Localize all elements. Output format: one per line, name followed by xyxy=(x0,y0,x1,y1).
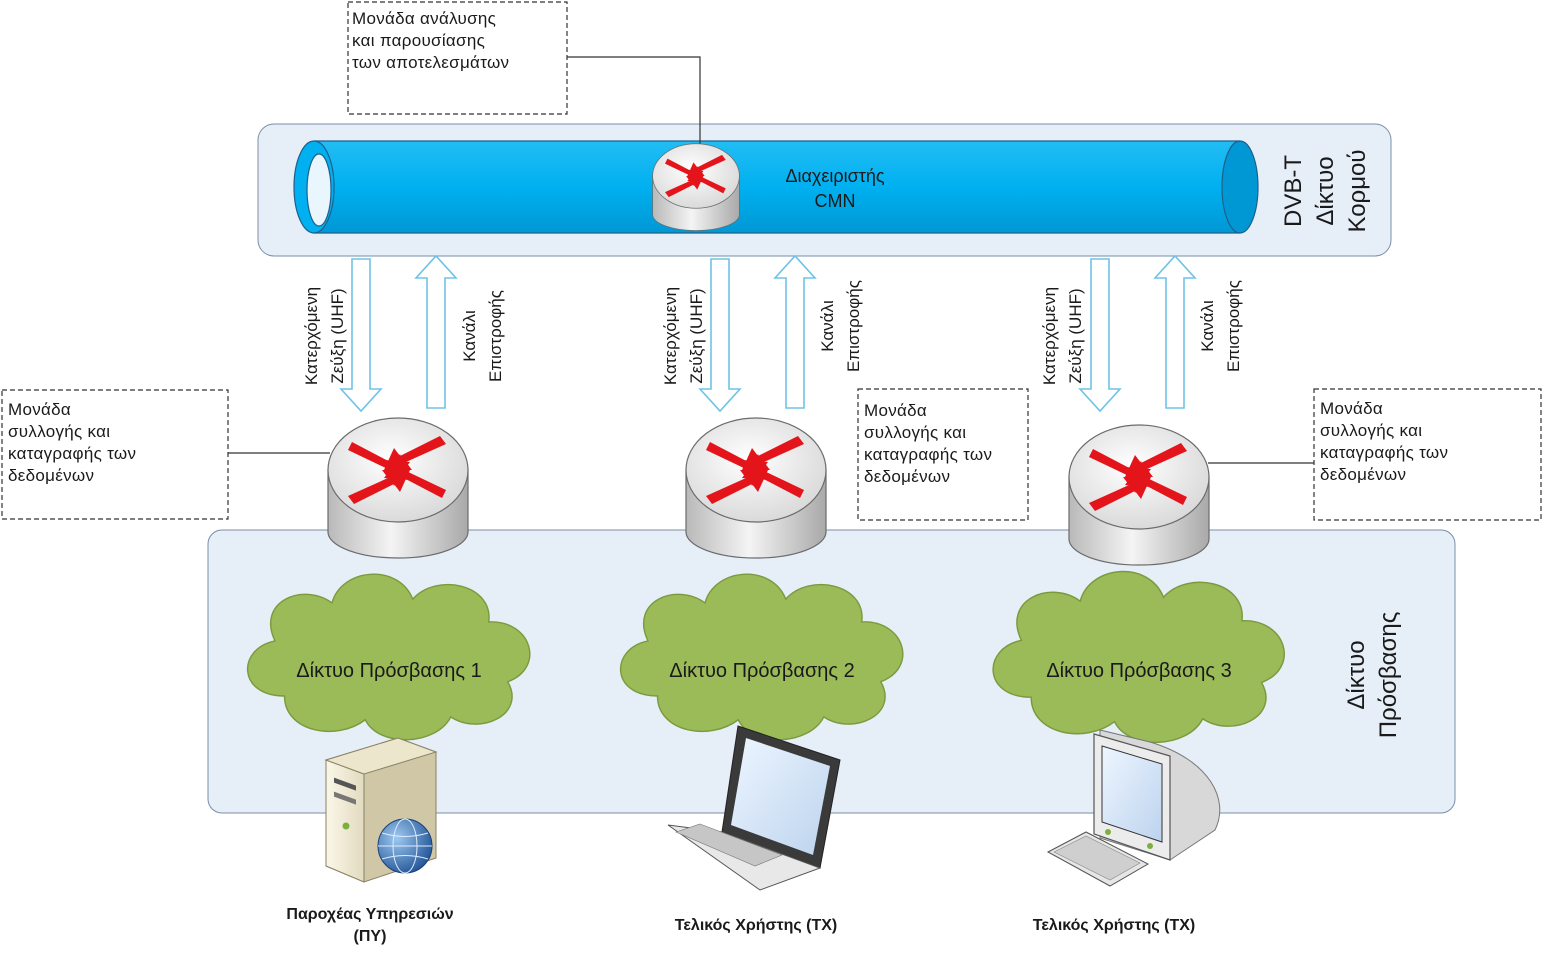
collection-unit-box-1 xyxy=(1,389,229,520)
access-router-icon-2 xyxy=(685,417,827,559)
core-network-label: DVB-T Δίκτυο Κορμού xyxy=(1280,149,1371,233)
desktop-icon xyxy=(1046,729,1221,887)
collection-unit-box-3 xyxy=(1313,388,1542,521)
return-arrow-1 xyxy=(415,255,457,409)
downlink-label-3: Κατερχόμενη Ζεύξη (UHF) xyxy=(1040,286,1085,386)
access-router-icon-1 xyxy=(327,417,469,559)
cloud-label-1: Δίκτυο Πρόσβασης 1 xyxy=(296,660,482,682)
analysis-unit-label: Μονάδα ανάλυσης και παρουσίασης των αποτ… xyxy=(352,9,510,72)
return-label-1: Κανάλι Επιστροφής xyxy=(460,290,505,382)
return-label-2: Κανάλι Επιστροφής xyxy=(818,280,863,372)
cloud-label-2: Δίκτυο Πρόσβασης 2 xyxy=(669,660,855,682)
downlink-label-1: Κατερχόμενη Ζεύξη (UHF) xyxy=(302,286,347,386)
collection-unit-label-3: Μονάδα συλλογής και καταγραφής των δεδομ… xyxy=(1320,399,1449,484)
end-user-label-1: Τελικός Χρήστης (ΤΧ) xyxy=(674,917,838,934)
dvbt-core-pipe xyxy=(293,140,1259,234)
return-arrow-3 xyxy=(1154,255,1196,409)
core-router-icon xyxy=(652,143,740,231)
return-label-3: Κανάλι Επιστροφής xyxy=(1198,280,1243,372)
laptop-icon xyxy=(667,725,841,891)
collection-unit-box-2 xyxy=(857,388,1029,521)
manager-label: Διαχειριστής CMN xyxy=(785,166,885,211)
analysis-unit-box xyxy=(347,1,568,115)
access-network-label: Δίκτυο Πρόσβασης xyxy=(1343,611,1402,739)
access-router-icon-3 xyxy=(1068,424,1210,566)
cloud-label-3: Δίκτυο Πρόσβασης 3 xyxy=(1046,660,1232,682)
collection-unit-label-2: Μονάδα συλλογής και καταγραφής των δεδομ… xyxy=(864,401,993,486)
end-user-label-2: Τελικός Χρήστης (ΤΧ) xyxy=(1032,917,1196,934)
return-arrow-2 xyxy=(774,255,816,409)
collection-unit-label-1: Μονάδα συλλογής και καταγραφής των δεδομ… xyxy=(8,400,137,485)
downlink-label-2: Κατερχόμενη Ζεύξη (UHF) xyxy=(661,286,706,386)
server-icon xyxy=(324,737,438,883)
service-provider-label: Παροχέας Υπηρεσιών (ΠΥ) xyxy=(286,906,454,945)
analysis-unit-connector xyxy=(567,56,701,152)
